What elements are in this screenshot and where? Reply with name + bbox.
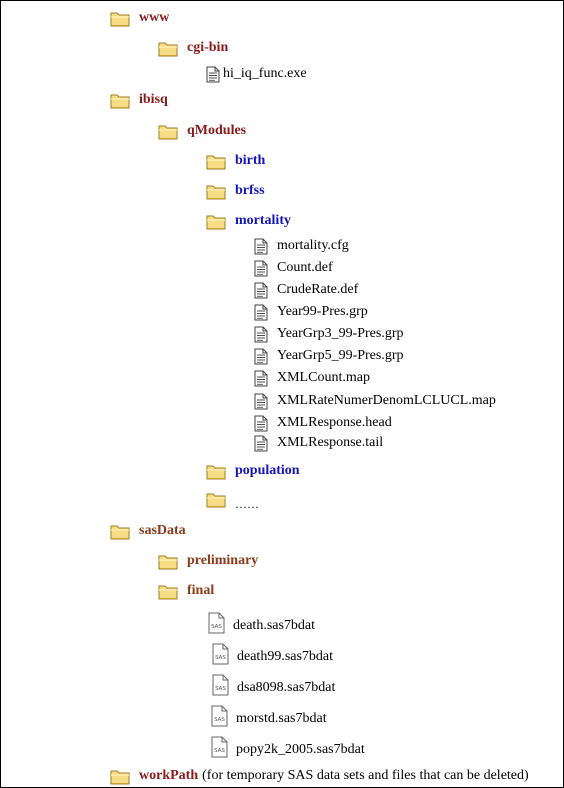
tree-node-more[interactable]: …… (206, 488, 259, 511)
folder-icon (206, 153, 226, 170)
file-label: CrudeRate.def (277, 282, 359, 297)
folder-icon (158, 583, 178, 600)
tree-file-dsa8098-sas[interactable]: dsa8098.sas7bdat (212, 670, 335, 700)
file-label: XMLResponse.head (277, 415, 392, 430)
sas-file-icon (212, 643, 229, 665)
folder-icon (158, 40, 178, 57)
folder-label-www: www (139, 10, 170, 25)
folder-label-brfss: brfss (235, 183, 265, 198)
tree-file-xmlresponse-tail[interactable]: XMLResponse.tail (254, 432, 383, 454)
tree-node-cgi-bin[interactable]: cgi-bin (158, 37, 228, 59)
file-icon (254, 326, 268, 343)
tree-node-mortality[interactable]: mortality (206, 210, 291, 232)
file-label: Count.def (277, 260, 333, 275)
folder-icon (206, 183, 226, 200)
folder-icon (110, 523, 130, 540)
sas-file-label: popy2k_2005.sas7bdat (236, 742, 365, 757)
tree-file-xmlcount-map[interactable]: XMLCount.map (254, 367, 370, 389)
tree-file-mortality-cfg[interactable]: mortality.cfg (254, 235, 349, 257)
tree-node-final[interactable]: final (158, 580, 214, 602)
file-icon (254, 370, 268, 387)
file-icon (254, 435, 268, 452)
folder-icon (206, 213, 226, 230)
file-icon (254, 393, 268, 410)
folder-label-preliminary: preliminary (187, 553, 259, 568)
tree-file-morstd-sas[interactable]: morstd.sas7bdat (211, 701, 327, 731)
folder-label-final: final (187, 583, 215, 598)
file-label: YearGrp3_99-Pres.grp (277, 326, 404, 341)
folder-icon (110, 768, 130, 785)
tree-node-workpath[interactable]: workPath (for temporary SAS data sets an… (110, 765, 529, 787)
folder-icon (158, 553, 178, 570)
file-icon (254, 348, 268, 365)
sas-file-icon (211, 736, 228, 758)
file-icon (254, 304, 268, 321)
ellipsis-label: …… (235, 496, 259, 511)
folder-icon (110, 10, 130, 27)
tree-file-year99-pres-grp[interactable]: Year99-Pres.grp (254, 301, 368, 323)
file-label: XMLResponse.tail (277, 435, 384, 450)
tree-node-qmodules[interactable]: qModules (158, 120, 246, 142)
tree-file-popy2k-sas[interactable]: popy2k_2005.sas7bdat (211, 732, 365, 762)
folder-icon (206, 491, 226, 508)
tree-file-death-sas[interactable]: death.sas7bdat (208, 608, 315, 638)
sas-file-icon (212, 674, 229, 696)
sas-file-icon (211, 705, 228, 727)
tree-file-xmlrate-map[interactable]: XMLRateNumerDenomLCLUCL.map (254, 390, 496, 412)
file-icon (254, 260, 268, 277)
file-icon (254, 415, 268, 432)
folder-label-cgi-bin: cgi-bin (187, 40, 229, 55)
folder-label-sasdata: sasData (139, 523, 186, 538)
folder-label-mortality: mortality (235, 213, 291, 228)
folder-icon (206, 463, 226, 480)
tree-file-cruderate-def[interactable]: CrudeRate.def (254, 279, 358, 301)
sas-file-label: morstd.sas7bdat (236, 711, 327, 726)
file-label: XMLRateNumerDenomLCLUCL.map (277, 393, 496, 408)
tree-node-preliminary[interactable]: preliminary (158, 550, 258, 572)
sas-file-label: death.sas7bdat (233, 618, 316, 633)
tree-file-hi-iq-func[interactable]: hi_iq_func.exe (206, 63, 307, 85)
tree-file-yeargrp5-grp[interactable]: YearGrp5_99-Pres.grp (254, 345, 404, 367)
file-icon (254, 282, 268, 299)
tree-node-brfss[interactable]: brfss (206, 180, 265, 202)
folder-label-birth: birth (235, 153, 266, 168)
tree-node-sasdata[interactable]: sasData (110, 520, 186, 542)
file-label: Year99-Pres.grp (277, 304, 368, 319)
folder-label-population: population (235, 463, 300, 478)
sas-file-icon (208, 612, 225, 634)
workpath-note: (for temporary SAS data sets and files t… (202, 768, 529, 783)
file-label: hi_iq_func.exe (223, 66, 307, 81)
tree-file-death99-sas[interactable]: death99.sas7bdat (212, 639, 333, 669)
tree-node-birth[interactable]: birth (206, 150, 265, 172)
tree-node-ibisq[interactable]: ibisq (110, 89, 168, 111)
folder-icon (110, 92, 130, 109)
folder-label-qmodules: qModules (187, 123, 247, 138)
file-label: XMLCount.map (277, 370, 370, 385)
tree-file-count-def[interactable]: Count.def (254, 257, 333, 279)
tree-node-www[interactable]: www (110, 7, 169, 29)
sas-file-label: death99.sas7bdat (237, 649, 334, 664)
file-icon (254, 238, 268, 255)
tree-file-yeargrp3-grp[interactable]: YearGrp3_99-Pres.grp (254, 323, 404, 345)
folder-label-workpath: workPath (139, 768, 199, 783)
file-label: YearGrp5_99-Pres.grp (277, 348, 404, 363)
tree-node-population[interactable]: population (206, 460, 300, 482)
folder-icon (158, 123, 178, 140)
folder-label-ibisq: ibisq (139, 92, 168, 107)
file-icon (206, 66, 220, 83)
file-label: mortality.cfg (277, 238, 349, 253)
sas-file-label: dsa8098.sas7bdat (237, 680, 336, 695)
tree-file-xmlresponse-head[interactable]: XMLResponse.head (254, 412, 392, 434)
